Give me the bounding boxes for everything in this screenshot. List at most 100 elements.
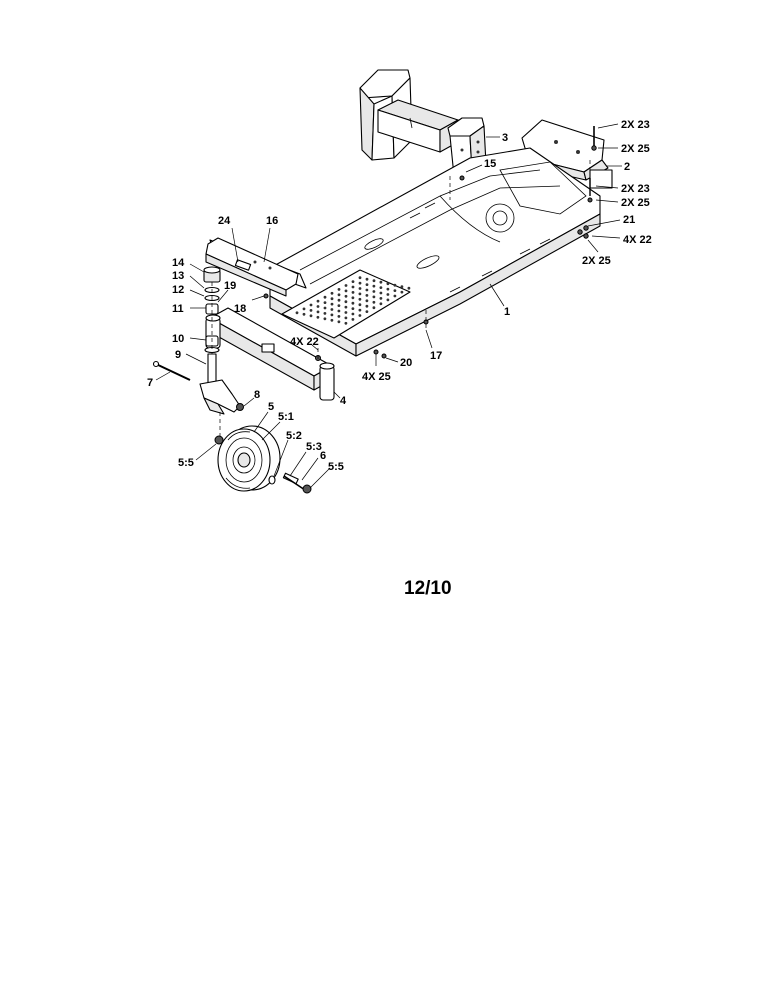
perforation-hole [372,284,376,288]
perforation-hole [323,312,327,315]
callout-7: 7 [147,377,153,389]
callout-9: 9 [175,349,181,361]
perforation-hole [309,309,313,312]
perforation-hole [379,302,383,306]
perforation-hole [337,315,341,318]
callout-2x23-bottom: 2X 23 [621,183,650,195]
perforation-hole [351,296,355,300]
callout-10: 10 [172,333,184,345]
perforation-hole [372,300,376,304]
perforation-hole [372,306,376,310]
perforation-hole [358,308,362,312]
callout-2x23-top: 2X 23 [621,119,650,131]
callout-4x22-left: 4X 22 [290,336,319,348]
perforation-hole [351,285,355,289]
callout-2x25-bottom: 2X 25 [582,255,611,267]
perforation-hole [358,303,362,307]
perforation-hole [393,283,397,287]
perforation-hole [330,297,334,301]
perforation-hole [309,314,313,318]
callout-5: 5 [268,401,274,413]
perforation-hole [316,299,320,303]
callout-5-1: 5:1 [278,411,294,423]
perforation-hole [365,294,369,297]
perforation-hole [358,281,362,285]
perforation-hole [358,297,362,301]
callout-15: 15 [484,158,496,170]
callout-4x22-right: 4X 22 [623,234,652,246]
perforation-hole [358,314,362,317]
perforation-hole [393,294,397,298]
perforation-hole [358,287,362,290]
perforation-hole [323,301,327,304]
callout-5-2: 5:2 [286,430,302,442]
callout-13: 13 [172,270,184,282]
callout-4x25: 4X 25 [362,371,391,383]
floor-plate-part-17 [281,269,411,339]
perforation-hole [344,289,348,293]
callout-18: 18 [234,303,246,315]
perforation-hole [344,321,348,325]
perforation-hole [351,307,355,310]
perforation-hole [337,293,341,297]
page-number-text: 12/10 [404,578,452,599]
perforation-hole [386,287,390,291]
perforation-hole [316,310,320,314]
callout-3: 3 [502,132,508,144]
callout-5-5-left: 5:5 [178,457,194,469]
perforation-hole [316,305,320,308]
perforation-hole [372,290,376,293]
callout-4: 4 [340,395,347,407]
perforation-hole [337,288,341,291]
alignment-lines [211,160,591,436]
callout-2x25-top: 2X 25 [621,143,650,155]
nut-part-8 [236,403,244,411]
callout-5-5-right: 5:5 [328,461,344,473]
perforation-hole [386,298,390,302]
perforation-hole [330,313,334,317]
perforation-hole [323,317,327,321]
callout-11: 11 [172,303,184,315]
callout-24: 24 [218,215,231,227]
perforation-hole [386,293,390,296]
callout-16: 16 [266,215,278,227]
callout-2x25-mid: 2X 25 [621,197,650,209]
perforation-hole [351,280,355,283]
perforation-hole [351,318,355,321]
perforation-hole [365,310,369,313]
bearing-part-5-5-left [214,435,224,445]
perforation-hole [330,308,334,311]
callout-17: 17 [430,350,442,362]
callout-14: 14 [172,257,185,269]
perforation-hole [337,309,341,313]
callout-labels: 3 2X 23 2X 25 2 2X 23 2X 25 21 4X 22 2X … [147,119,652,473]
perforation-hole [330,318,334,322]
axle-bolt-part-7 [152,360,191,381]
leader-lines [155,123,622,489]
perforation-hole [351,301,355,305]
perforation-hole [358,276,362,280]
main-frame-part-1 [209,147,601,357]
bearing-part-5-2 [268,475,276,485]
perforation-hole [302,312,306,316]
perforation-hole [323,306,327,310]
perforation-hole [365,304,369,308]
foot-bracket-part-16 [205,237,299,297]
perforation-hole [302,307,306,311]
perforation-hole [316,315,320,319]
perforation-hole [379,297,383,300]
bearing-part-5-5-right [302,484,312,494]
perforation-hole [365,288,369,292]
callout-21: 21 [623,214,635,226]
callout-19: 19 [224,280,236,292]
perforation-hole [344,305,348,309]
callout-8: 8 [254,389,260,401]
perforation-hole [344,294,348,298]
callout-2: 2 [624,161,630,173]
perforation-hole [379,291,383,295]
perforation-hole [372,279,376,283]
wheel-part-5 [217,425,281,492]
wheel-hardware [214,435,312,494]
callout-6: 6 [320,450,326,462]
